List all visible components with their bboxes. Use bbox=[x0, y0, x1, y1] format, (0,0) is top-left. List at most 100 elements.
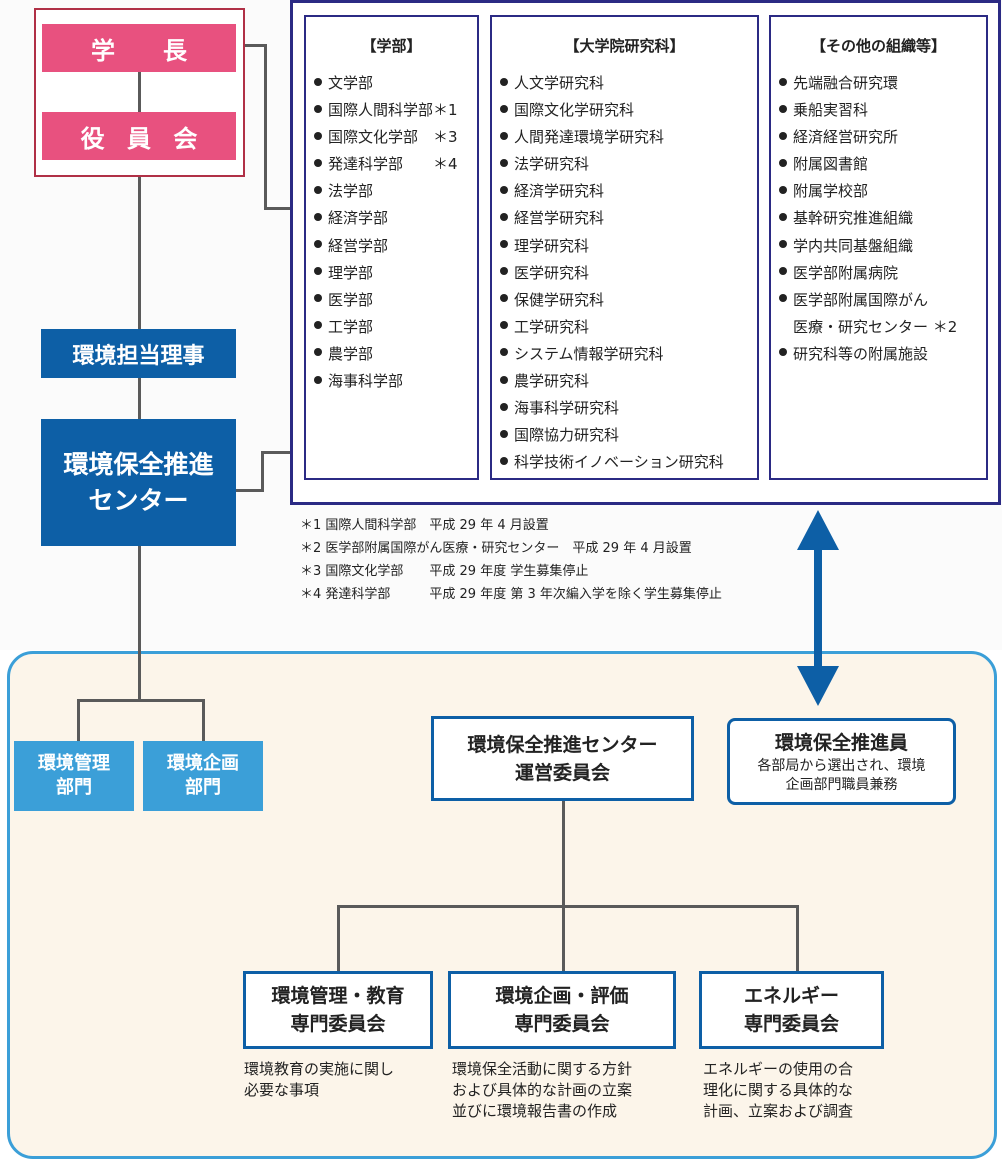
list-item-label: 理学部 bbox=[328, 263, 374, 282]
env-management-dept[interactable]: 環境管理 部門 bbox=[14, 741, 134, 811]
list-item-label: 理学研究科 bbox=[514, 236, 590, 255]
list-item-label: 工学部 bbox=[328, 317, 374, 336]
list-item-label: 文学部 bbox=[328, 74, 374, 92]
sub2-line1: 環境企画・評価 bbox=[495, 985, 629, 1007]
footnote-1: ＊1 国際人間科学部 平成 29 年 4 月設置 bbox=[300, 518, 549, 533]
sub-committee-planning-evaluation[interactable]: 環境企画・評価 専門委員会 bbox=[448, 971, 676, 1049]
list-item: 附属図書館 bbox=[779, 151, 986, 178]
others-list: 先端融合研究環乗船実習科経済経営研究所附属図書館附属学校部基幹研究推進組織学内共… bbox=[771, 70, 986, 368]
env-planning-dept[interactable]: 環境企画 部門 bbox=[143, 741, 263, 811]
sub3-desc-line2: 理化に関する具体的な bbox=[703, 1081, 854, 1099]
graduate-list: 人文学研究科国際文化学研究科人間発達環境学研究科法学研究科経済学研究科経営学研究… bbox=[492, 70, 757, 476]
double-arrow-icon bbox=[797, 510, 839, 706]
bullet-icon bbox=[500, 104, 508, 113]
list-item-label: 附属図書館 bbox=[793, 155, 869, 174]
env-center-box[interactable]: 環境保全推進 センター bbox=[41, 419, 236, 546]
list-item: 国際協力研究科 bbox=[500, 422, 757, 449]
env-promoter-desc1: 各部局から選出され、環境 bbox=[757, 757, 926, 774]
bullet-icon bbox=[500, 294, 508, 303]
footnote-3: ＊3 国際文化学部 平成 29 年度 学生募集停止 bbox=[300, 564, 589, 579]
bullet-icon bbox=[500, 456, 508, 465]
list-item: 法学部 bbox=[314, 178, 477, 205]
sub3-description: エネルギーの使用の合 理化に関する具体的な 計画、立案および調査 bbox=[703, 1059, 903, 1122]
list-item: 基幹研究推進組織 bbox=[779, 205, 986, 232]
graduate-heading: 【大学院研究科】 bbox=[564, 37, 685, 55]
bullet-icon bbox=[779, 131, 787, 140]
env-promoter-desc2: 企画部門職員兼務 bbox=[785, 776, 898, 793]
graduate-column: 【大学院研究科】 人文学研究科国際文化学研究科人間発達環境学研究科法学研究科経済… bbox=[490, 15, 759, 480]
sub1-description: 環境教育の実施に関し 必要な事項 bbox=[244, 1059, 444, 1101]
bullet-icon bbox=[314, 240, 322, 249]
bullet-icon bbox=[500, 348, 508, 357]
bullet-icon bbox=[314, 212, 322, 221]
env-management-dept-line2: 部門 bbox=[56, 777, 92, 798]
board-box[interactable]: 役 員 会 bbox=[42, 112, 236, 160]
bullet-icon bbox=[500, 321, 508, 330]
others-column: 【その他の組織等】 先端融合研究環乗船実習科経済経営研究所附属図書館附属学校部基… bbox=[769, 15, 988, 480]
footnote-2: ＊2 医学部附属国際がん医療・研究センター 平成 29 年 4 月設置 bbox=[300, 541, 692, 556]
bullet-icon bbox=[779, 185, 787, 194]
env-management-dept-line1: 環境管理 bbox=[38, 753, 110, 774]
list-item-label: 医学研究科 bbox=[514, 263, 590, 282]
list-item-label: 保健学研究科 bbox=[514, 290, 605, 309]
list-item: 海事科学研究科 bbox=[500, 395, 757, 422]
connector-center-h2 bbox=[261, 451, 294, 454]
list-item: 保健学研究科 bbox=[500, 287, 757, 314]
bullet-icon bbox=[314, 375, 322, 384]
sub3-desc-line3: 計画、立案および調査 bbox=[703, 1102, 854, 1120]
connector-committee-v bbox=[562, 798, 565, 908]
list-item: 農学部 bbox=[314, 341, 477, 368]
sub3-desc-line1: エネルギーの使用の合 bbox=[703, 1060, 854, 1078]
sub2-desc-line1: 環境保全活動に関する方針 bbox=[452, 1060, 633, 1078]
list-item-label: 発達科学部 ＊4 bbox=[328, 155, 458, 174]
list-item: 医学部附属病院 bbox=[779, 260, 986, 287]
list-item: 科学技術イノベーション研究科 bbox=[500, 449, 757, 476]
bullet-icon bbox=[779, 267, 787, 276]
sub1-desc-line1: 環境教育の実施に関し bbox=[244, 1060, 395, 1078]
list-item-label: 国際文化学部 ＊3 bbox=[328, 128, 458, 147]
steering-committee-box[interactable]: 環境保全推進センター 運営委員会 bbox=[431, 716, 694, 801]
list-item: 経済学研究科 bbox=[500, 178, 757, 205]
list-item: 医学研究科 bbox=[500, 260, 757, 287]
connector-dept2-v bbox=[202, 699, 205, 741]
list-item: 国際文化学研究科 bbox=[500, 97, 757, 124]
sub3-line1: エネルギー bbox=[743, 985, 839, 1007]
connector-sub-h bbox=[337, 905, 799, 908]
env-promoter-box[interactable]: 環境保全推進員 各部局から選出され、環境 企画部門職員兼務 bbox=[727, 718, 956, 805]
connector-to-org-h2 bbox=[264, 207, 306, 210]
env-director-box[interactable]: 環境担当理事 bbox=[41, 329, 236, 378]
bullet-icon bbox=[500, 402, 508, 411]
bullet-icon bbox=[779, 348, 787, 357]
list-item-label: 学内共同基盤組織 bbox=[793, 236, 914, 255]
list-item: 国際人間科学部＊1 bbox=[314, 97, 477, 124]
list-item-label: 法学研究科 bbox=[514, 155, 590, 174]
sub-committee-energy[interactable]: エネルギー 専門委員会 bbox=[699, 971, 884, 1049]
list-item-label: 研究科等の附属施設 bbox=[793, 344, 929, 363]
connector-center-h1 bbox=[236, 489, 264, 492]
env-director-label: 環境担当理事 bbox=[72, 343, 205, 369]
board-label: 役 員 会 bbox=[80, 124, 198, 153]
others-heading: 【その他の組織等】 bbox=[810, 37, 946, 55]
list-item-continuation: 医療・研究センター ＊2 bbox=[779, 314, 986, 341]
list-item-label: 乗船実習科 bbox=[793, 101, 869, 120]
president-label: 学 長 bbox=[91, 36, 187, 65]
sub-committee-management-education[interactable]: 環境管理・教育 専門委員会 bbox=[243, 971, 433, 1049]
footnotes: ＊1 国際人間科学部 平成 29 年 4 月設置 ＊2 医学部附属国際がん医療・… bbox=[300, 514, 800, 606]
president-box[interactable]: 学 長 bbox=[42, 24, 236, 72]
list-item: 国際文化学部 ＊3 bbox=[314, 124, 477, 151]
bullet-icon bbox=[779, 158, 787, 167]
sub2-line2: 専門委員会 bbox=[514, 1013, 610, 1035]
bullet-icon bbox=[500, 185, 508, 194]
list-item-label: 人文学研究科 bbox=[514, 74, 605, 92]
list-item-label: システム情報学研究科 bbox=[514, 344, 664, 363]
list-item-label: 海事科学研究科 bbox=[514, 399, 620, 418]
sub1-line1: 環境管理・教育 bbox=[271, 985, 405, 1007]
connector-main-vertical bbox=[138, 70, 141, 702]
connector-to-org-h1 bbox=[236, 44, 267, 47]
list-item-label: 経済学部 bbox=[328, 209, 389, 228]
connector-sub3-v bbox=[796, 905, 799, 973]
list-item: 人間発達環境学研究科 bbox=[500, 124, 757, 151]
list-item: 医学部 bbox=[314, 287, 477, 314]
